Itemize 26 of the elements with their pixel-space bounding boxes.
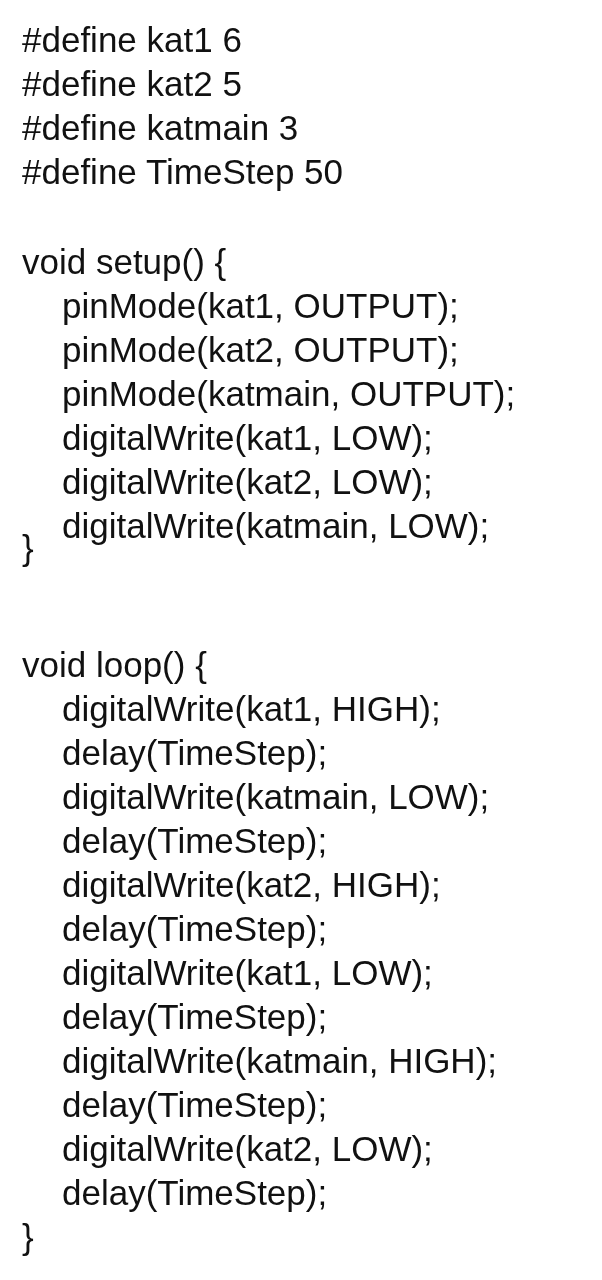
code-line: digitalWrite(kat2, HIGH); [62,865,441,905]
code-line: digitalWrite(katmain, HIGH); [62,1041,497,1081]
code-line: pinMode(kat1, OUTPUT); [62,286,459,326]
code-line: delay(TimeStep); [62,821,328,861]
code-line: pinMode(kat2, OUTPUT); [62,330,459,370]
code-line: #define katmain 3 [22,108,299,148]
code-line: #define kat2 5 [22,64,242,104]
code-line: void setup() { [22,242,227,282]
code-line: digitalWrite(katmain, LOW); [62,506,490,546]
code-line: } [22,1217,34,1257]
code-line: void loop() { [22,645,207,685]
code-line: #define kat1 6 [22,20,242,60]
code-line: pinMode(katmain, OUTPUT); [62,374,516,414]
code-line: digitalWrite(katmain, LOW); [62,777,490,817]
code-line: digitalWrite(kat2, LOW); [62,462,433,502]
code-line: delay(TimeStep); [62,1173,328,1213]
code-line: digitalWrite(kat2, LOW); [62,1129,433,1169]
code-line: delay(TimeStep); [62,997,328,1037]
code-line: digitalWrite(kat1, LOW); [62,953,433,993]
code-line: digitalWrite(kat1, LOW); [62,418,433,458]
code-line: #define TimeStep 50 [22,152,344,192]
code-line: delay(TimeStep); [62,1085,328,1125]
code-line: } [22,528,34,568]
code-line: delay(TimeStep); [62,909,328,949]
code-line: delay(TimeStep); [62,733,328,773]
code-line: digitalWrite(kat1, HIGH); [62,689,441,729]
